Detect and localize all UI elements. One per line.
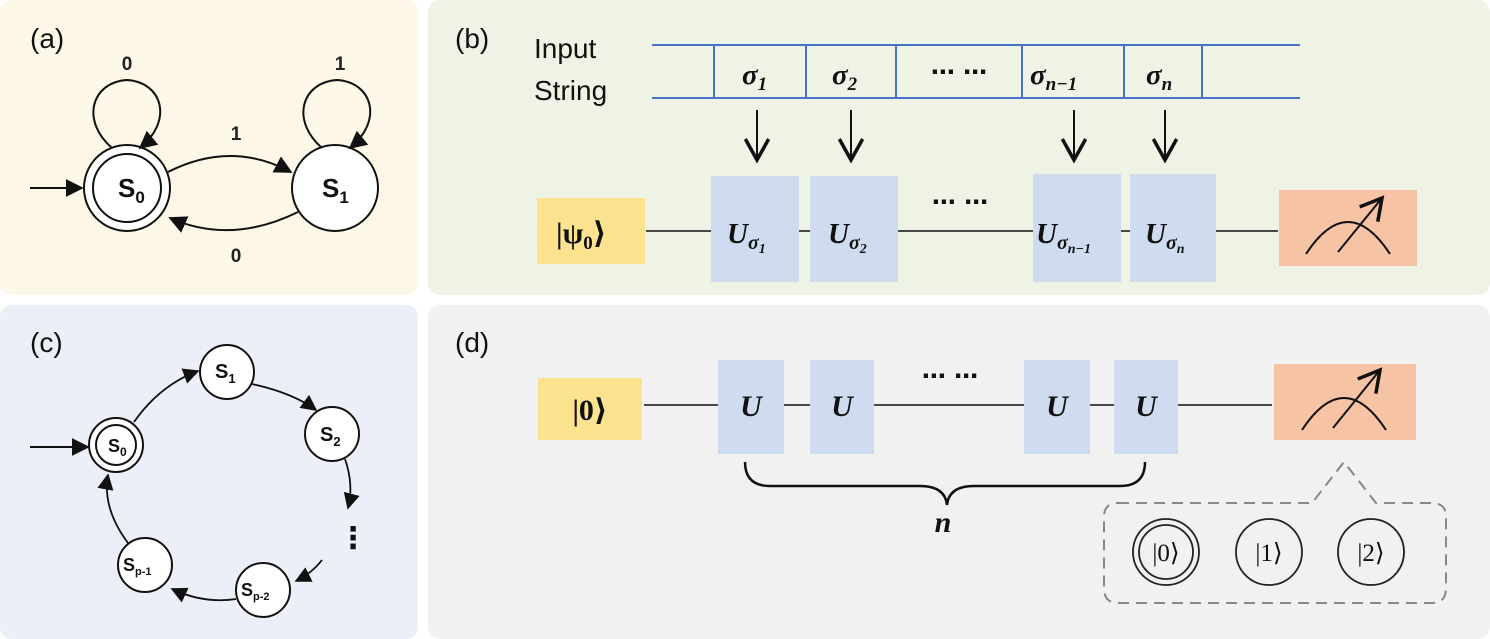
a-edge-s0-s1 — [167, 155, 293, 173]
c-edge-dots-sp2 — [294, 559, 323, 582]
panel-d-circuit: |0⟩ U U U U ⋯ ⋯ n |0⟩ |1⟩ |2⟩ — [538, 360, 1447, 604]
d-outcome-1 — [1235, 518, 1303, 586]
b-tape-cell-n-1: σn−1 — [1030, 59, 1077, 95]
b-gate-2 — [810, 176, 898, 282]
b-tape-cell-n: σn — [1146, 59, 1172, 95]
c-state-s0-label: S0 — [108, 436, 127, 459]
panel-c-background — [0, 305, 418, 639]
d-gate-3 — [1024, 360, 1090, 454]
d-outcomes-callout — [1103, 460, 1447, 604]
b-gate-1-label: Uσ1 — [727, 218, 766, 257]
panel-a-automaton: S0 S1 0 1 1 0 — [30, 54, 379, 267]
d-outcome-0-inner — [1138, 524, 1194, 580]
b-wire-dots: ⋯ ⋯ — [932, 188, 988, 216]
d-gate-2-label: U — [831, 390, 854, 423]
b-gate-2-label: Uσ2 — [828, 218, 867, 257]
d-gate-3-label: U — [1046, 390, 1069, 423]
b-input-tape — [652, 44, 1300, 99]
c-state-sp1-label: Sp-1 — [123, 555, 152, 578]
b-measurement-box — [1279, 190, 1417, 266]
a-loop-s1-label: 1 — [335, 54, 346, 75]
panel-b-background — [428, 0, 1490, 295]
a-state-s0-label: S0 — [118, 173, 145, 207]
c-vertical-dots: ⋮ — [338, 521, 368, 556]
panel-b-circuit: Input String σ1 σ2 ⋯ ⋯ σn−1 σn |ψ0⟩ — [534, 33, 1417, 282]
d-gate-1 — [718, 360, 784, 454]
b-initial-state-box — [537, 198, 645, 264]
c-edge-sp1-s0 — [97, 473, 129, 544]
c-state-s0-inner — [95, 424, 137, 466]
c-edge-sp2-sp1 — [170, 587, 237, 603]
a-state-s1-label: S1 — [322, 173, 349, 207]
panel-c-label: (c) — [30, 327, 63, 358]
b-gate-3 — [1033, 174, 1121, 282]
d-outcome-2-label: |2⟩ — [1357, 540, 1384, 567]
b-gate-3-label: Uσn−1 — [1036, 218, 1091, 257]
panel-a-label: (a) — [30, 23, 64, 54]
d-brace — [743, 461, 1147, 506]
d-wire-dots: ⋯ ⋯ — [922, 362, 978, 390]
d-gate-1-label: U — [740, 390, 763, 423]
a-edge-s1-s0 — [168, 211, 299, 233]
panel-d-label: (d) — [455, 327, 489, 358]
a-loop-s0-label: 0 — [122, 54, 133, 75]
c-state-s1-label: S1 — [215, 361, 236, 386]
d-outcome-2 — [1337, 518, 1405, 586]
d-outcome-1-label: |1⟩ — [1255, 540, 1282, 567]
b-tape-cell-1: σ1 — [742, 59, 767, 95]
a-edge-s0-s1-label: 1 — [231, 124, 242, 145]
d-gate-4 — [1114, 360, 1178, 454]
d-outcome-0-label: |0⟩ — [1152, 540, 1179, 567]
b-gate-4-label: Uσn — [1145, 218, 1185, 257]
d-outcome-0-outer — [1132, 518, 1200, 586]
c-state-sp2-label: Sp-2 — [241, 580, 270, 603]
c-edge-s1-s2 — [251, 383, 318, 411]
d-gate-2 — [810, 360, 874, 454]
b-initial-state-label: |ψ0⟩ — [556, 217, 606, 254]
b-gate-1 — [711, 176, 799, 282]
d-initial-state-box — [538, 378, 642, 440]
panel-b-label: (b) — [455, 23, 489, 54]
a-edge-s1-s0-label: 0 — [231, 246, 242, 267]
c-state-s1 — [199, 344, 255, 400]
a-state-s0-inner — [92, 153, 162, 223]
c-edge-s2-dots — [343, 458, 360, 510]
d-meter-icon — [1301, 367, 1387, 431]
panel-c-automaton: S0 S1 S2 Sp-2 Sp-1 ⋮ — [30, 344, 368, 618]
a-loop-s0 — [92, 78, 162, 150]
a-loop-s1 — [302, 78, 372, 150]
d-initial-state-label: |0⟩ — [572, 394, 607, 427]
c-state-s2 — [304, 406, 360, 462]
b-gate-4 — [1130, 174, 1216, 282]
b-input-label-line2: String — [534, 75, 607, 106]
d-brace-label: n — [935, 506, 952, 539]
a-state-s1 — [291, 144, 379, 232]
b-tape-cell-dots: ⋯ ⋯ — [931, 58, 987, 86]
b-tape-cell-2: σ2 — [832, 59, 858, 95]
d-measurement-box — [1274, 364, 1416, 440]
b-input-label-line1: Input — [534, 33, 596, 64]
d-gate-4-label: U — [1135, 390, 1158, 423]
c-state-s2-label: S2 — [320, 424, 341, 449]
c-state-sp2 — [235, 562, 291, 618]
b-meter-icon — [1305, 195, 1391, 255]
c-edge-s0-s1 — [133, 368, 200, 423]
panel-d-background — [428, 305, 1490, 639]
c-state-sp1 — [117, 537, 173, 593]
